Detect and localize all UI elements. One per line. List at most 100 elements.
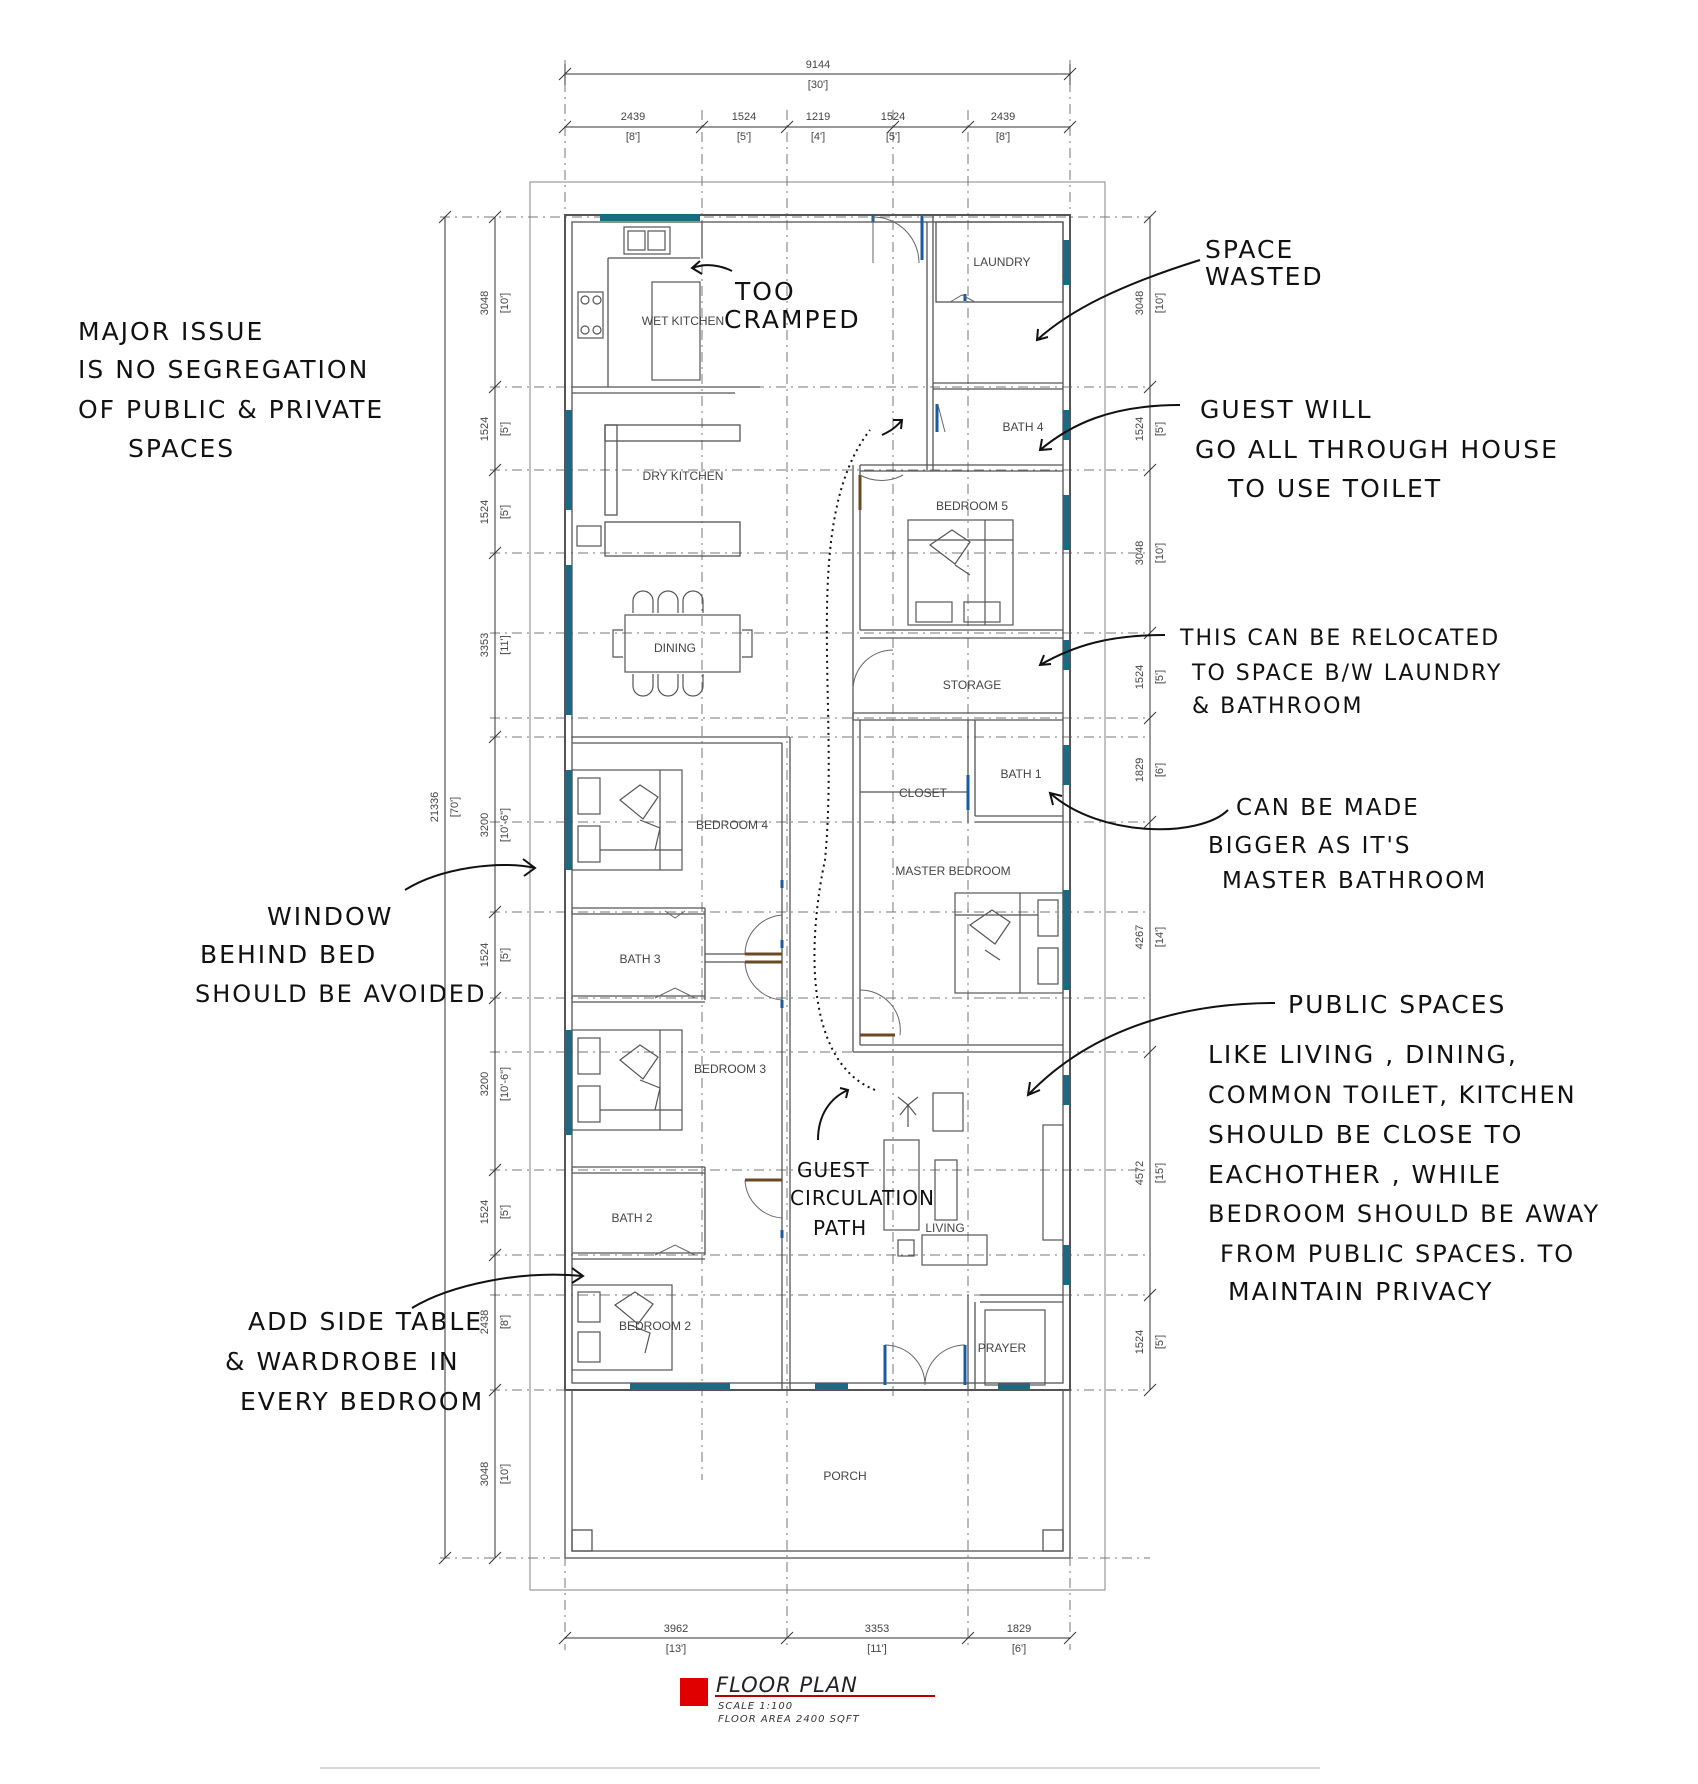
room-label-bath-1: BATH 1 bbox=[1000, 767, 1041, 781]
dim-left-8: 1524 bbox=[479, 1200, 491, 1224]
note-relocate: THIS CAN BE RELOCATED TO SPACE B/W LAUND… bbox=[1179, 626, 1502, 719]
note-line: TO SPACE B/W LAUNDRY bbox=[1191, 661, 1502, 686]
dim-right-6: 4267 bbox=[1134, 925, 1146, 949]
dim-bottom-3-ft: [6'] bbox=[1012, 1643, 1026, 1655]
note-line: ADD SIDE TABLE bbox=[248, 1307, 483, 1336]
note-line: BIGGER AS IT'S bbox=[1208, 833, 1411, 859]
dim-top-4: 1524 bbox=[881, 111, 905, 123]
note-line: GO ALL THROUGH HOUSE bbox=[1195, 435, 1559, 464]
note-line: IS NO SEGREGATION bbox=[78, 355, 369, 384]
note-too-cramped: TOO CRAMPED bbox=[724, 277, 859, 334]
note-guest-path: GUEST CIRCULATION PATH bbox=[790, 1158, 935, 1240]
dim-bottom-3: 1829 bbox=[1007, 1623, 1031, 1635]
bottom-dimensions: 3962 [13'] 3353 [11'] 1829 [6'] bbox=[558, 1623, 1077, 1655]
dim-top-3-ft: [4'] bbox=[811, 131, 825, 143]
dim-left-10-ft: [10'] bbox=[499, 1464, 511, 1484]
room-label-prayer: PRAYER bbox=[978, 1341, 1027, 1355]
note-line: & BATHROOM bbox=[1192, 694, 1363, 719]
right-dimensions: 3048 [10'] 1524 [5'] 3048 [10'] 1524 [5'… bbox=[1134, 210, 1166, 1397]
note-line: CAN BE MADE bbox=[1236, 795, 1420, 821]
dim-left-total: 21336 bbox=[429, 792, 441, 823]
note-line: FROM PUBLIC SPACES. TO bbox=[1220, 1240, 1575, 1268]
dim-top-5: 2439 bbox=[991, 111, 1015, 123]
dim-left-8-ft: [5'] bbox=[499, 1205, 511, 1219]
note-line: SPACES bbox=[128, 434, 235, 463]
dim-left-2-ft: [5'] bbox=[499, 422, 511, 436]
dim-left-5-ft: [10'-6"] bbox=[499, 808, 511, 842]
dim-right-3-ft: [10'] bbox=[1154, 543, 1166, 563]
note-line: MAJOR ISSUE bbox=[78, 317, 264, 346]
dim-bottom-2-ft: [11'] bbox=[867, 1643, 887, 1655]
furniture bbox=[571, 226, 1064, 1386]
note-line: EACHOTHER , WHILE bbox=[1208, 1160, 1502, 1189]
dim-top-total: 9144 bbox=[806, 59, 830, 71]
dim-left-1: 3048 bbox=[479, 291, 491, 315]
room-label-bath-2: BATH 2 bbox=[611, 1211, 652, 1225]
note-public-spaces: PUBLIC SPACES LIKE LIVING , DINING, COMM… bbox=[1208, 990, 1600, 1306]
dim-bottom-2: 3353 bbox=[865, 1623, 889, 1635]
interior-walls bbox=[572, 215, 1064, 1390]
dim-right-3: 3048 bbox=[1134, 541, 1146, 565]
note-line: SPACE bbox=[1205, 235, 1294, 264]
dim-right-5-ft: [6'] bbox=[1154, 763, 1166, 777]
dim-left-1-ft: [10'] bbox=[499, 293, 511, 313]
room-label-bath-4: BATH 4 bbox=[1002, 420, 1043, 434]
room-label-bedroom-5: BEDROOM 5 bbox=[936, 499, 1008, 513]
room-label-bedroom-2: BEDROOM 2 bbox=[619, 1319, 691, 1333]
doors bbox=[654, 215, 976, 1386]
note-line: TOO bbox=[734, 277, 796, 306]
note-line: PATH bbox=[813, 1216, 867, 1240]
note-line: MAINTAIN PRIVACY bbox=[1228, 1277, 1493, 1306]
dim-bottom-1: 3962 bbox=[664, 1623, 688, 1635]
annotation-arrows bbox=[404, 259, 1276, 1309]
dim-left-6-ft: [5'] bbox=[499, 948, 511, 962]
dim-top-2-ft: [5'] bbox=[737, 131, 751, 143]
plan-title: FLOOR PLAN bbox=[716, 1673, 858, 1697]
dim-bottom-1-ft: [13'] bbox=[666, 1643, 686, 1655]
dim-left-5: 3200 bbox=[479, 813, 491, 837]
note-line: GUEST WILL bbox=[1200, 395, 1373, 424]
room-label-dining: DINING bbox=[654, 641, 696, 655]
plan-area: FLOOR AREA 2400 SQFT bbox=[718, 1714, 860, 1725]
note-line: WINDOW bbox=[267, 902, 393, 931]
dim-right-7-ft: [15'] bbox=[1154, 1163, 1166, 1183]
room-label-bedroom-4: BEDROOM 4 bbox=[696, 818, 768, 832]
dim-right-1: 3048 bbox=[1134, 291, 1146, 315]
windows bbox=[565, 214, 1070, 1390]
note-window-bed: WINDOW BEHIND BED SHOULD BE AVOIDED bbox=[195, 902, 486, 1008]
dim-top-4-ft: [5'] bbox=[886, 131, 900, 143]
note-line: TO USE TOILET bbox=[1227, 474, 1442, 503]
dim-left-3-ft: [5'] bbox=[499, 505, 511, 519]
note-line: COMMON TOILET, KITCHEN bbox=[1208, 1081, 1577, 1109]
note-space-wasted: SPACE WASTED bbox=[1205, 235, 1322, 291]
dim-top-1-ft: [8'] bbox=[626, 131, 640, 143]
room-label-porch: PORCH bbox=[823, 1469, 866, 1483]
note-line: BEHIND BED bbox=[200, 940, 377, 969]
note-side-table: ADD SIDE TABLE & WARDROBE IN EVERY BEDRO… bbox=[225, 1307, 483, 1416]
room-label-closet: CLOSET bbox=[899, 786, 948, 800]
dim-right-8: 1524 bbox=[1134, 1330, 1146, 1354]
site-boundary bbox=[529, 181, 1106, 1591]
dim-right-6-ft: [14'] bbox=[1154, 927, 1166, 947]
note-line: PUBLIC SPACES bbox=[1288, 990, 1506, 1019]
room-labels: WET KITCHEN DRY KITCHEN DINING BEDROOM 4… bbox=[611, 255, 1043, 1483]
note-line: SHOULD BE AVOIDED bbox=[195, 980, 486, 1008]
dim-right-4-ft: [5'] bbox=[1154, 670, 1166, 684]
dim-right-4: 1524 bbox=[1134, 665, 1146, 689]
dim-left-7: 3200 bbox=[479, 1072, 491, 1096]
dim-left-9-ft: [8'] bbox=[499, 1315, 511, 1329]
dim-top-5-ft: [8'] bbox=[996, 131, 1010, 143]
note-line: BEDROOM SHOULD BE AWAY bbox=[1208, 1200, 1600, 1228]
title-block: FLOOR PLAN SCALE 1:100 FLOOR AREA 2400 S… bbox=[680, 1673, 935, 1725]
note-line: LIKE LIVING , DINING, bbox=[1208, 1040, 1518, 1069]
note-line: GUEST bbox=[797, 1158, 870, 1182]
note-line: CIRCULATION bbox=[790, 1186, 935, 1210]
room-label-bath-3: BATH 3 bbox=[619, 952, 660, 966]
dim-right-1-ft: [10'] bbox=[1154, 293, 1166, 313]
exterior-walls bbox=[564, 214, 1071, 1559]
room-label-master-bedroom: MASTER BEDROOM bbox=[895, 864, 1010, 878]
dim-right-2-ft: [5'] bbox=[1154, 422, 1166, 436]
dim-left-6: 1524 bbox=[479, 943, 491, 967]
